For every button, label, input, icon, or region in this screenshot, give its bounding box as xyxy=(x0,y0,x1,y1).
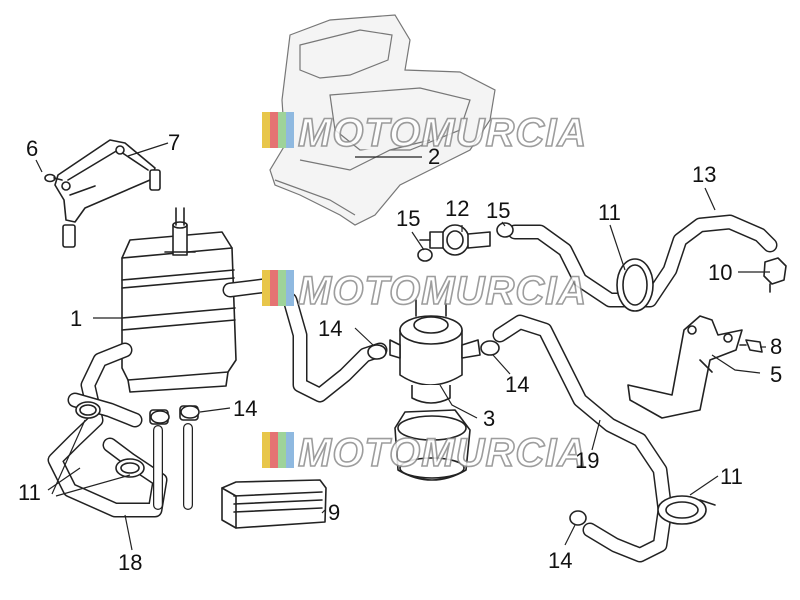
hose-clamp xyxy=(75,401,145,478)
callout-2: 2 xyxy=(428,144,440,169)
callout-9: 9 xyxy=(328,500,340,525)
hose-clamps xyxy=(150,222,587,526)
leader-lines xyxy=(35,142,770,551)
callout-labels: 1 2 3 5 6 7 8 9 10 11 11 11 12 13 14 14 … xyxy=(18,130,782,575)
air-box-housing xyxy=(269,14,496,226)
callout-7: 7 xyxy=(168,130,180,155)
callout-18: 18 xyxy=(118,550,142,575)
watermark-text: MOTOMURCIA xyxy=(298,431,587,475)
callout-11-left: 11 xyxy=(18,480,41,505)
callout-5: 5 xyxy=(770,362,782,387)
check-valve xyxy=(419,224,491,256)
watermark-bottom: MOTOMURCIA xyxy=(262,430,587,476)
callout-11-right: 11 xyxy=(720,464,743,489)
callout-10: 10 xyxy=(708,260,732,285)
callout-12: 12 xyxy=(445,196,469,221)
callout-11-top: 11 xyxy=(598,200,621,225)
callout-8: 8 xyxy=(770,334,782,359)
callout-14-canister: 14 xyxy=(233,396,257,421)
callout-14-valve-left: 14 xyxy=(318,316,342,341)
watermark-top: MOTOMURCIA xyxy=(262,110,587,156)
vacuum-hose xyxy=(507,214,778,312)
watermark-text: MOTOMURCIA xyxy=(298,111,587,155)
callout-15-left: 15 xyxy=(396,206,420,231)
valve-cover xyxy=(394,409,471,481)
screw xyxy=(44,173,63,183)
fuel-vapor-hose xyxy=(492,314,716,563)
callout-19: 19 xyxy=(575,448,599,473)
canister-bracket xyxy=(54,139,161,248)
mounting-bracket xyxy=(627,315,743,419)
callout-13: 13 xyxy=(692,162,716,187)
bolt xyxy=(739,339,763,353)
protection-plate xyxy=(221,479,327,529)
callout-14-valve-right: 14 xyxy=(505,372,529,397)
hose-end-fitting xyxy=(763,257,787,293)
watermark-text: MOTOMURCIA xyxy=(298,269,587,313)
callout-3: 3 xyxy=(483,406,495,431)
callout-14-bottom: 14 xyxy=(548,548,572,573)
purge-valve xyxy=(389,299,481,404)
watermark-middle: MOTOMURCIA xyxy=(262,268,587,314)
callout-1: 1 xyxy=(70,306,82,331)
callout-15-right: 15 xyxy=(486,198,510,223)
charcoal-canister xyxy=(121,207,237,393)
callout-6: 6 xyxy=(26,136,38,161)
